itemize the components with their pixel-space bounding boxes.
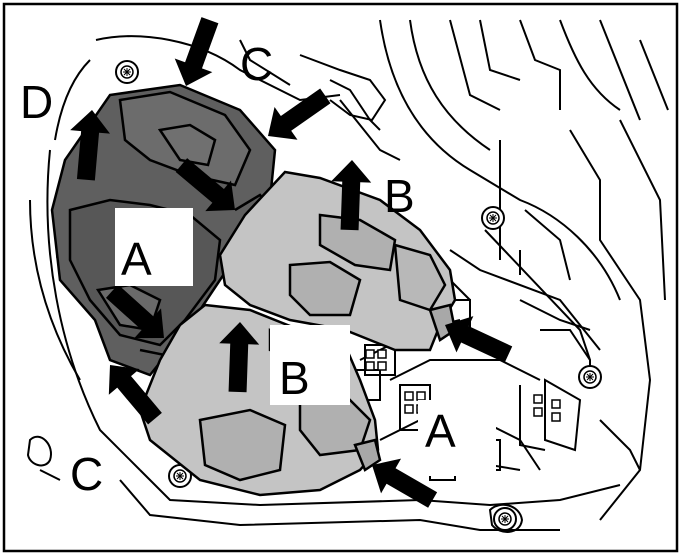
label-b-lower: B bbox=[279, 352, 310, 404]
bolt-icon bbox=[481, 206, 505, 230]
label-c-lower: C bbox=[70, 448, 103, 500]
label-box-b-lower bbox=[270, 325, 350, 405]
label-box-a-upper bbox=[115, 208, 193, 286]
label-d: D bbox=[20, 76, 53, 128]
label-box-a-lower bbox=[418, 400, 496, 476]
connector-details bbox=[365, 349, 561, 422]
bolt-icon bbox=[493, 507, 517, 531]
bolt-icon bbox=[115, 60, 139, 84]
engine-bay-background bbox=[26, 19, 669, 533]
light-block-upper bbox=[218, 170, 457, 352]
label-a-upper: A bbox=[121, 233, 152, 285]
push-arrow-icon bbox=[167, 13, 229, 93]
label-b-upper: B bbox=[384, 170, 415, 222]
label-c-upper: C bbox=[240, 38, 273, 90]
label-a-lower: A bbox=[425, 405, 456, 457]
bolt-icon bbox=[578, 365, 602, 389]
